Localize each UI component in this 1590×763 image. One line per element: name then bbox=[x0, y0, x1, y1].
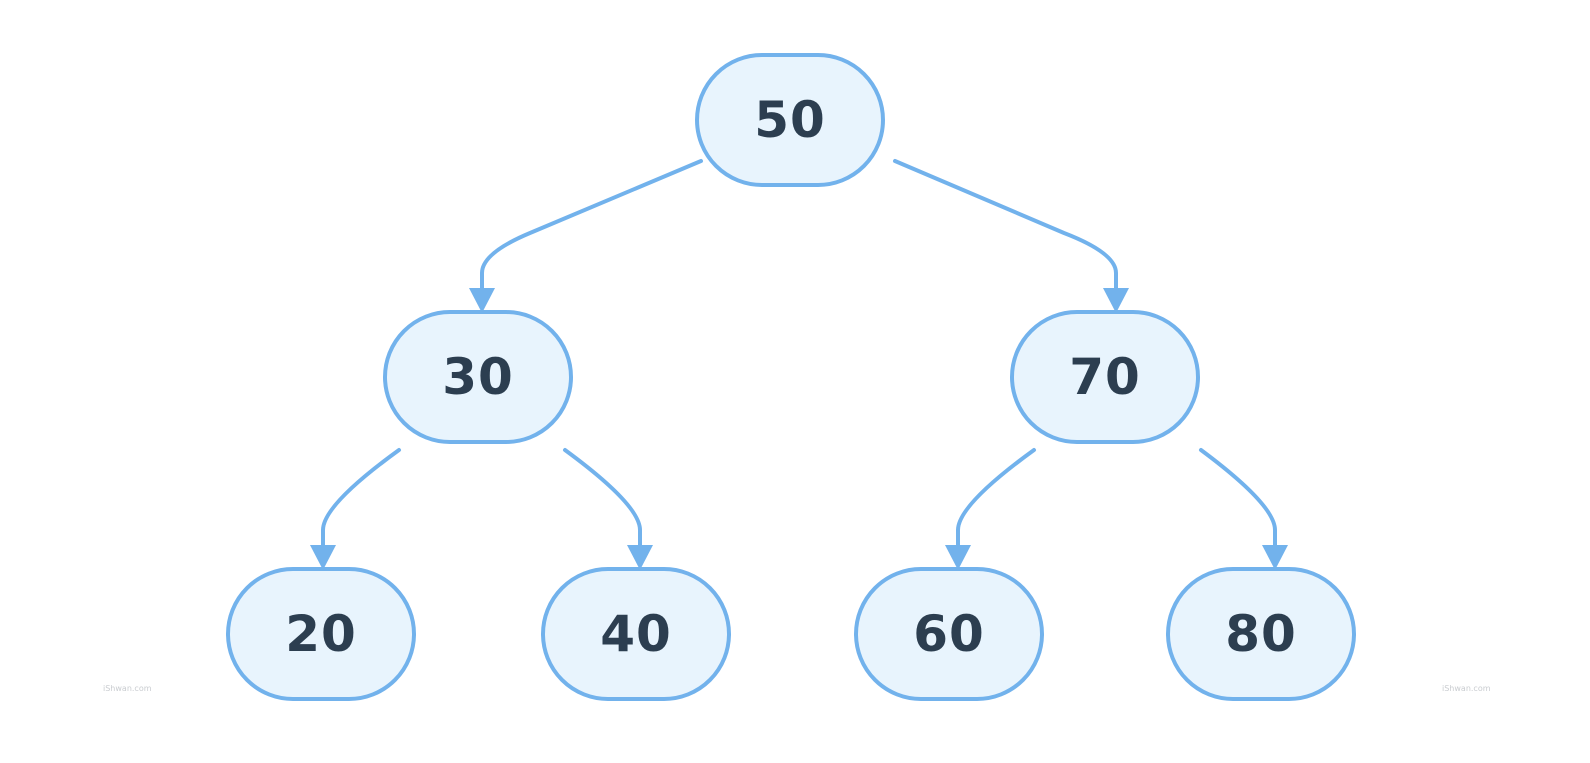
watermark-text: iShwan.com bbox=[1442, 684, 1491, 693]
node-value: 50 bbox=[754, 91, 826, 149]
edge-50-30 bbox=[480, 159, 703, 292]
tree-node-left: 30 bbox=[383, 310, 573, 444]
tree-node-leaf: 80 bbox=[1166, 567, 1356, 701]
node-value: 20 bbox=[285, 605, 357, 663]
tree-node-right: 70 bbox=[1010, 310, 1200, 444]
tree-node-leaf: 60 bbox=[854, 567, 1044, 701]
arrowhead-to-60 bbox=[945, 545, 971, 570]
node-value: 70 bbox=[1069, 348, 1141, 406]
arrowhead-to-80 bbox=[1262, 545, 1288, 570]
tree-node-root: 50 bbox=[695, 53, 885, 187]
arrowhead-to-20 bbox=[310, 545, 336, 570]
tree-node-leaf: 20 bbox=[226, 567, 416, 701]
node-value: 60 bbox=[913, 605, 985, 663]
tree-node-leaf: 40 bbox=[541, 567, 731, 701]
node-value: 80 bbox=[1225, 605, 1297, 663]
watermark-text: iShwan.com bbox=[103, 684, 152, 693]
node-value: 40 bbox=[600, 605, 672, 663]
arrowhead-to-40 bbox=[627, 545, 653, 570]
edge-70-80 bbox=[1199, 448, 1277, 549]
edge-50-70 bbox=[893, 159, 1118, 292]
edge-70-60 bbox=[956, 448, 1036, 549]
arrowhead-to-30 bbox=[469, 288, 495, 313]
arrowhead-to-70 bbox=[1103, 288, 1129, 313]
edge-30-40 bbox=[563, 448, 642, 549]
node-value: 30 bbox=[442, 348, 514, 406]
edge-30-20 bbox=[321, 448, 401, 549]
